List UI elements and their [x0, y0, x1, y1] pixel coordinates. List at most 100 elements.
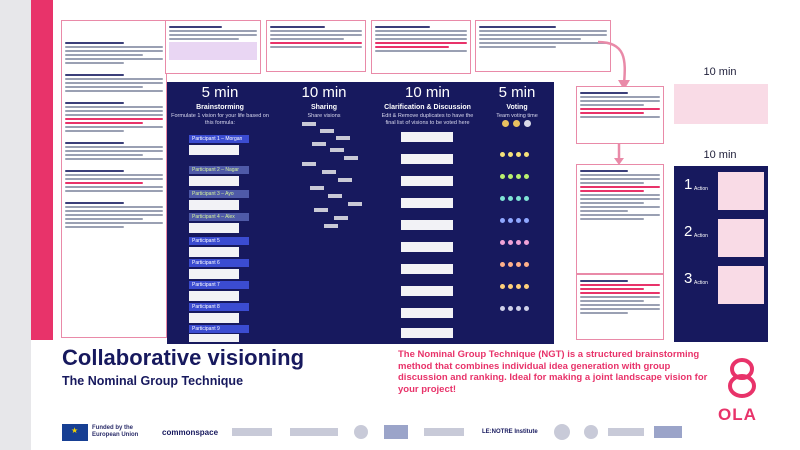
sticky-note[interactable] [334, 216, 348, 220]
vote-dot[interactable] [524, 262, 529, 267]
vote-dot[interactable] [508, 306, 513, 311]
sticky-note[interactable] [344, 156, 358, 160]
vision-card[interactable] [401, 176, 453, 186]
brand-name: OLA [718, 405, 757, 424]
action-label: Action [694, 186, 708, 192]
participant-label: Participant 1 – Morgan [189, 135, 249, 143]
sticky-note[interactable] [322, 170, 336, 174]
vision-card[interactable] [401, 198, 453, 208]
vote-dot[interactable] [500, 174, 505, 179]
vote-dot[interactable] [516, 262, 521, 267]
vote-dot[interactable] [524, 152, 529, 157]
action-box[interactable] [718, 266, 764, 304]
partner-logo [384, 420, 408, 444]
vote-dot[interactable] [524, 240, 529, 245]
action-number: 3 [684, 270, 693, 287]
vision-card[interactable] [189, 313, 239, 323]
vote-dot[interactable] [500, 152, 505, 157]
vote-dot[interactable] [516, 174, 521, 179]
vote-dot[interactable] [500, 218, 505, 223]
vision-card[interactable] [401, 132, 453, 142]
sticky-note[interactable] [336, 136, 350, 140]
vote-dot[interactable] [508, 218, 513, 223]
sticky-note[interactable] [310, 186, 324, 190]
vision-card[interactable] [401, 308, 453, 318]
action-box[interactable] [718, 219, 764, 257]
clarification-column: 10 min Clarification & Discussion Edit &… [375, 82, 480, 344]
vision-card[interactable] [189, 176, 239, 186]
column-heading: Voting [506, 104, 528, 111]
sticky-note[interactable] [314, 208, 328, 212]
step-note-5 [576, 86, 664, 144]
sticky-note[interactable] [330, 148, 344, 152]
actions-panel: 1 Action 2 Action 3 Action [674, 166, 768, 342]
vote-dot[interactable] [500, 284, 505, 289]
page-subtitle: The Nominal Group Technique [62, 374, 244, 388]
sticky-note[interactable] [320, 129, 334, 133]
vote-dot[interactable] [524, 306, 529, 311]
sticky-note[interactable] [302, 122, 316, 126]
vision-card[interactable] [401, 220, 453, 230]
vision-card[interactable] [401, 264, 453, 274]
vision-card[interactable] [189, 223, 239, 233]
vote-dot[interactable] [524, 218, 529, 223]
vision-card[interactable] [189, 269, 239, 279]
vote-dot[interactable] [524, 196, 529, 201]
vision-card[interactable] [401, 242, 453, 252]
sticky-note[interactable] [324, 224, 338, 228]
vote-dot[interactable] [508, 152, 513, 157]
vote-dot[interactable] [516, 306, 521, 311]
vision-card[interactable] [189, 200, 239, 210]
vote-dot[interactable] [524, 120, 531, 127]
brainstorming-column: 5 min Brainstorming Formulate 1 vision f… [167, 82, 273, 344]
ola-logo-icon [728, 358, 756, 398]
vote-dot[interactable] [500, 240, 505, 245]
participant-label: Participant 8 [189, 303, 249, 311]
vote-dot[interactable] [516, 240, 521, 245]
funded-by-text: Funded by the European Union [92, 425, 139, 438]
sticky-note[interactable] [328, 194, 342, 198]
participant-label: Participant 3 – Ayo [189, 190, 249, 198]
vision-card[interactable] [189, 291, 239, 301]
technique-description: The Nominal Group Technique (NGT) is a s… [398, 349, 708, 395]
column-subheading: Share visions [307, 113, 341, 119]
step-note-1 [165, 20, 261, 74]
vote-dot[interactable] [508, 240, 513, 245]
vision-area[interactable] [674, 84, 768, 124]
vote-dot[interactable] [502, 120, 509, 127]
vote-dot[interactable] [500, 196, 505, 201]
sticky-note[interactable] [348, 202, 362, 206]
column-subheading: Team voting time [496, 113, 538, 119]
vote-dot[interactable] [524, 174, 529, 179]
vision-card[interactable] [189, 334, 239, 342]
vote-dot[interactable] [508, 196, 513, 201]
vote-dot[interactable] [516, 218, 521, 223]
partner-logo: commonspace [162, 427, 219, 437]
action-box[interactable] [718, 172, 764, 210]
vision-card[interactable] [401, 154, 453, 164]
vote-dot[interactable] [516, 152, 521, 157]
vote-dot[interactable] [500, 262, 505, 267]
vote-dot[interactable] [508, 174, 513, 179]
sticky-note[interactable] [338, 178, 352, 182]
action-number: 2 [684, 223, 693, 240]
vote-dot[interactable] [513, 120, 520, 127]
vision-card[interactable] [401, 286, 453, 296]
vote-dot[interactable] [516, 196, 521, 201]
vote-dot[interactable] [508, 284, 513, 289]
partner-logo: LE:NOTRE Institute [482, 429, 538, 435]
partner-logo [232, 420, 272, 444]
vision-card[interactable] [189, 247, 239, 257]
vote-dot[interactable] [516, 284, 521, 289]
column-heading: Brainstorming [196, 104, 244, 111]
sticky-note[interactable] [302, 162, 316, 166]
vision-card[interactable] [401, 328, 453, 338]
vote-dot[interactable] [524, 284, 529, 289]
sticky-note[interactable] [312, 142, 326, 146]
vote-dot[interactable] [508, 262, 513, 267]
vision-card[interactable] [189, 145, 239, 155]
left-accent-bar [31, 0, 53, 340]
vote-dot[interactable] [500, 306, 505, 311]
participant-label: Participant 5 [189, 237, 249, 245]
partner-logo [354, 420, 368, 444]
